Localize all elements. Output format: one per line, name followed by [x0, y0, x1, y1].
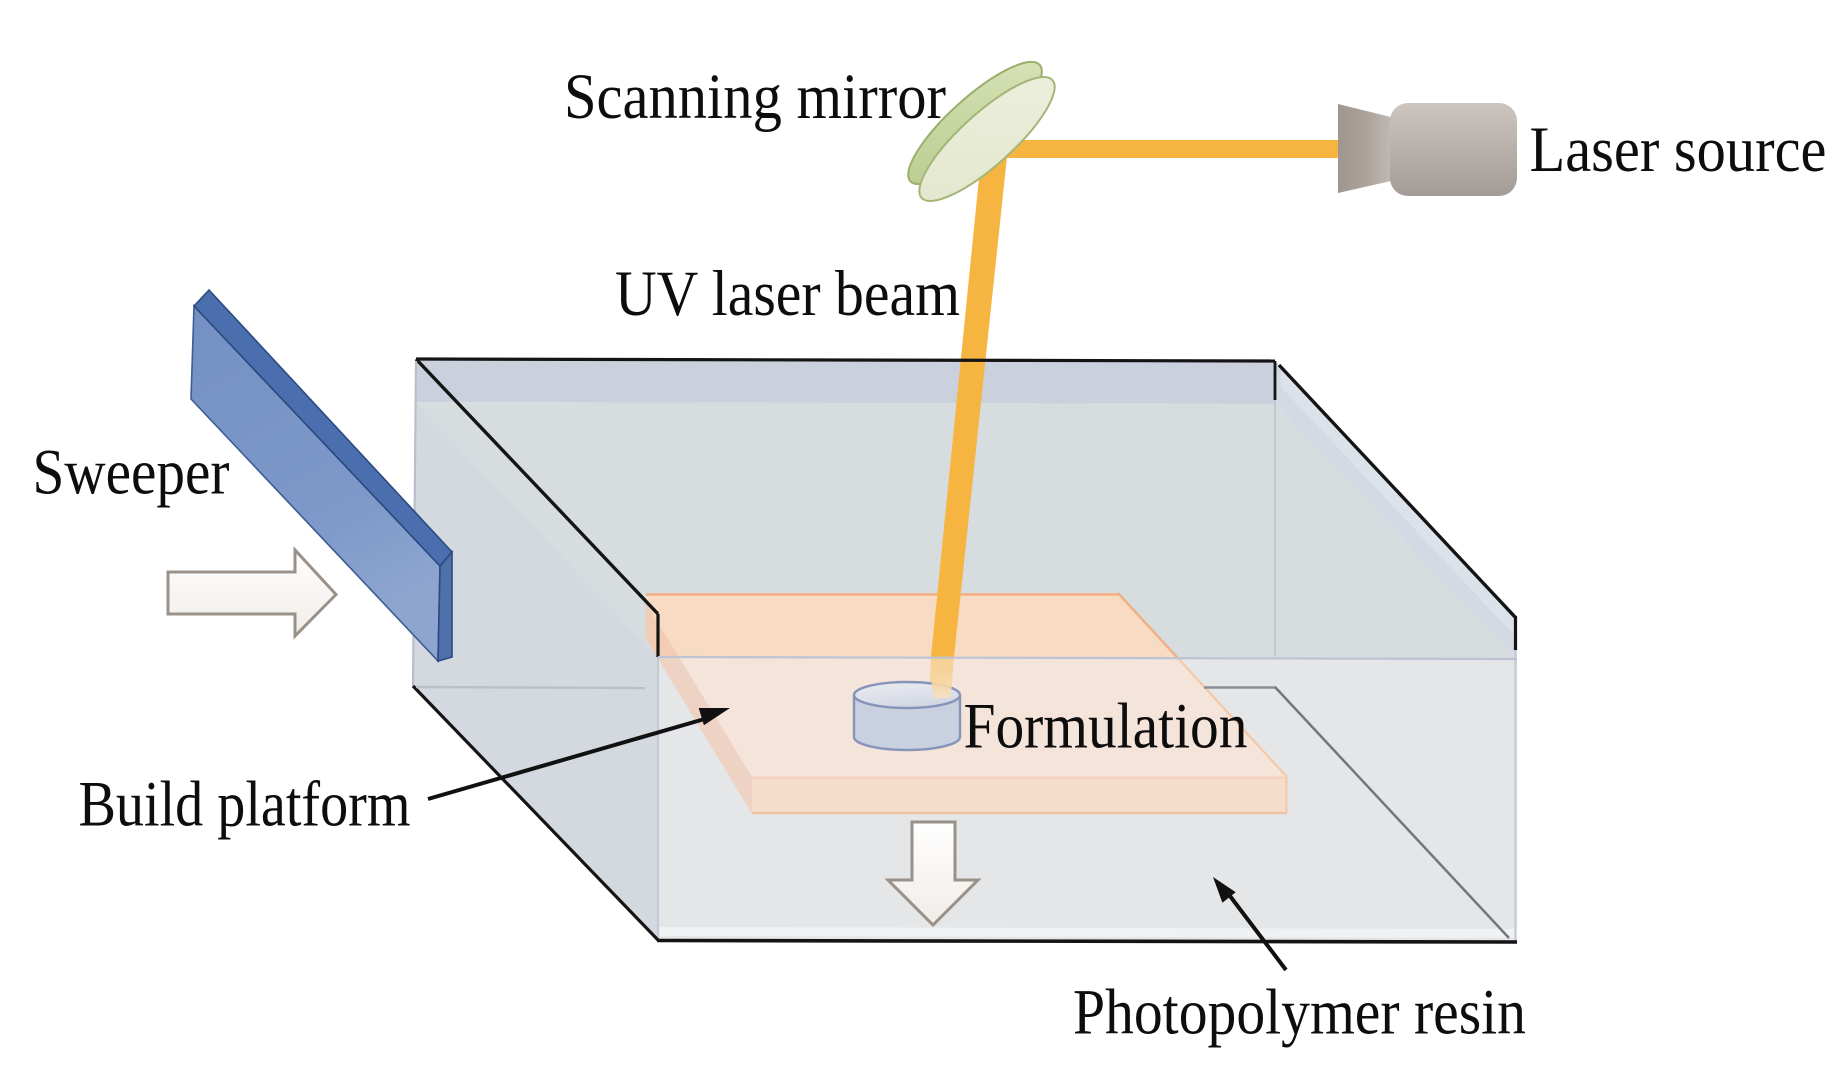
svg-text:Photopolymer resin: Photopolymer resin: [1073, 977, 1526, 1049]
svg-text:UV laser beam: UV laser beam: [615, 258, 960, 330]
svg-text:Laser source: Laser source: [1530, 114, 1827, 186]
svg-text:Sweeper: Sweeper: [33, 437, 230, 509]
svg-text:Formulation: Formulation: [964, 691, 1248, 763]
svg-text:Build platform: Build platform: [79, 769, 411, 841]
svg-text:Scanning mirror: Scanning mirror: [564, 61, 946, 133]
